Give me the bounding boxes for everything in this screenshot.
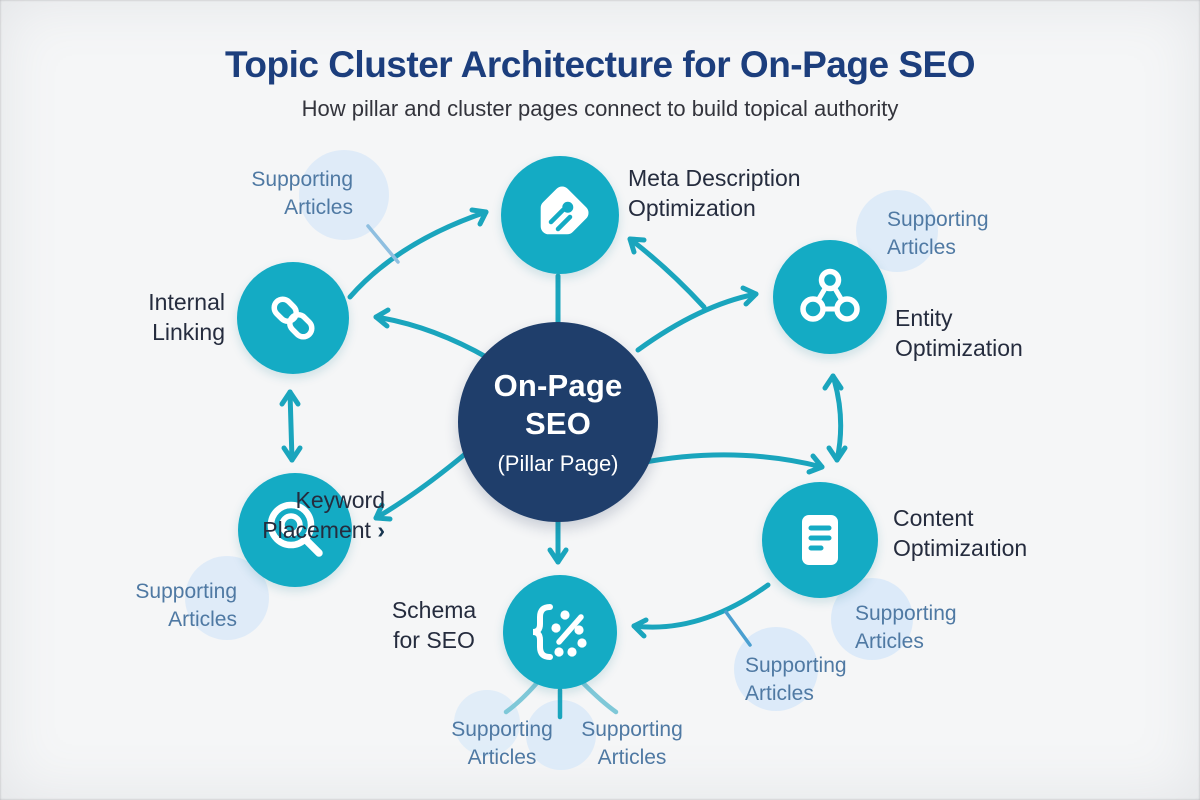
connector-supporting-internal	[366, 224, 400, 264]
connector-supporting-content	[724, 610, 752, 647]
label-internal-linking: Internal Linking	[148, 289, 225, 345]
arrow-internal-keyword	[287, 389, 295, 463]
arrow-entity-content	[830, 373, 844, 463]
arrow-center-to-entity	[635, 291, 759, 353]
pillar-subtitle: (Pillar Page)	[497, 451, 619, 476]
entity-network-icon	[800, 268, 860, 322]
label-schema-for-seo: Schema for SEO	[391, 597, 477, 653]
document-lines-icon	[802, 515, 838, 565]
label-entity-optimization: Entity Optimization	[895, 305, 1023, 361]
target-search-icon	[267, 501, 323, 557]
label-keyword-placement: Keyword Placement ›	[262, 487, 385, 543]
arrow-entity-branch-to-meta	[627, 236, 707, 310]
supporting-articles-label: Supporting Articles	[581, 718, 683, 769]
supporting-articles-label: Supporting Articles	[135, 580, 237, 631]
node-schema-for-seo	[503, 575, 617, 689]
label-content-optimization: Content Optimizaıtion	[893, 505, 1028, 561]
supporting-articles-label: Supporting Articles	[855, 602, 957, 653]
node-meta-description	[501, 156, 619, 274]
node-keyword-placement	[238, 473, 352, 587]
supporting-articles-label: Supporting Articles	[887, 208, 989, 259]
supporting-articles-circle	[299, 150, 389, 240]
arrow-center-to-content	[637, 452, 825, 470]
connector-schema-right	[581, 681, 619, 715]
arrow-center-to-keyword	[373, 447, 473, 521]
page-subtitle: How pillar and cluster pages connect to …	[301, 96, 899, 121]
code-schema-icon	[532, 604, 587, 660]
supporting-articles-label: Supporting Articles	[451, 718, 553, 769]
pillar-title-line1: On-Page	[493, 368, 623, 403]
chevron-right-icon: ›	[377, 517, 385, 543]
chain-link-icon	[271, 296, 315, 340]
tag-icon	[540, 186, 589, 235]
arrow-center-to-internal	[373, 314, 491, 361]
connector-schema-left	[503, 681, 539, 715]
pillar-title-line2: SEO	[524, 406, 592, 441]
node-internal-linking	[237, 262, 349, 374]
arrow-internal-to-meta	[347, 209, 489, 300]
supporting-articles-circle	[454, 690, 520, 756]
node-entity-optimization	[773, 240, 887, 354]
supporting-articles-label: Supporting Articles	[251, 168, 353, 219]
pillar-page-node: On-Page SEO (Pillar Page)	[458, 322, 658, 522]
page-title: Topic Cluster Architecture for On-Page S…	[225, 44, 975, 85]
supporting-articles-label: Supporting Articles	[745, 654, 847, 705]
label-meta-description: Meta Description Optimization	[628, 165, 801, 221]
arrow-content-to-schema	[631, 582, 771, 630]
node-content-optimization	[762, 482, 878, 598]
